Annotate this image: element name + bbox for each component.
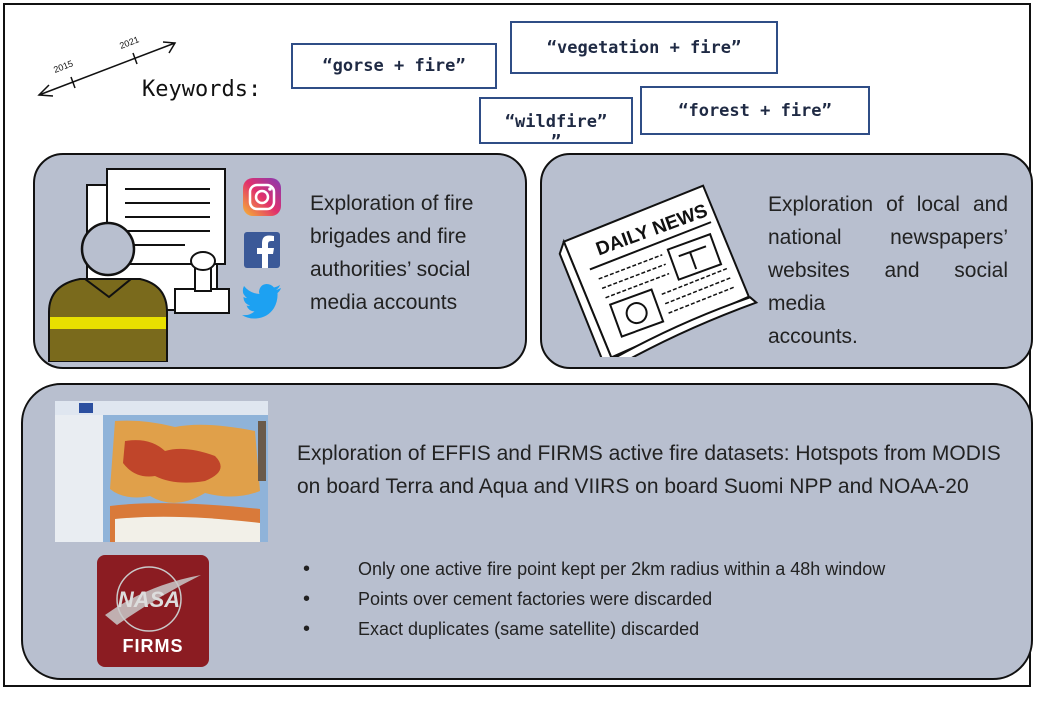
timeline-end-label: 2021 — [118, 34, 140, 51]
twitter-icon — [242, 284, 281, 319]
newspapers-description-main: Exploration of local and national newspa… — [768, 193, 1008, 315]
nasa-logo-text: NASA — [118, 587, 180, 612]
panel-newspapers: DAILY NEWS Exploration of local and nati… — [540, 153, 1033, 369]
newspapers-description-last: accounts. — [768, 325, 858, 348]
social-media-description: Exploration of fire brigades and fire au… — [310, 192, 474, 314]
figure-frame: 2015 2021 Keywords: “gorse + fire” “vege… — [3, 3, 1033, 687]
timeline-arrow: 2015 2021 — [37, 34, 177, 97]
facebook-icon — [244, 232, 280, 268]
datasets-bullet-list: Only one active fire point kept per 2km … — [303, 554, 885, 644]
keyword-gorse-fire: “gorse + fire” — [291, 43, 497, 89]
newspaper-illustration: DAILY NEWS — [558, 184, 759, 357]
keyword-vegetation-fire: “vegetation + fire” — [510, 21, 778, 74]
timeline-start-label: 2015 — [52, 58, 74, 75]
effis-map-screenshot — [55, 401, 268, 542]
list-item: Exact duplicates (same satellite) discar… — [303, 614, 885, 644]
keyword-wildfire-text: “wildfire” — [504, 112, 608, 132]
keyword-wildfire-tail: ” — [550, 132, 562, 152]
keyword-wildfire: “wildfire” ” — [479, 97, 633, 152]
nasa-firms-logo: NASA FIRMS — [97, 555, 209, 667]
keywords-label: Keywords: — [142, 77, 262, 102]
timeline-tick-2015 — [70, 76, 76, 89]
list-item: Only one active fire point kept per 2km … — [303, 554, 885, 584]
datasets-description: Exploration of EFFIS and FIRMS active fi… — [297, 442, 1001, 498]
timeline-tick-2021 — [132, 52, 138, 65]
keyword-forest-fire: “forest + fire” — [640, 86, 870, 135]
newspapers-description: Exploration of local and national newspa… — [768, 188, 1008, 353]
panel-social-media: Exploration of fire brigades and fire au… — [33, 153, 527, 369]
panel-datasets: NASA FIRMS Exploration of EFFIS and FIRM… — [21, 383, 1033, 680]
instagram-icon — [243, 178, 281, 216]
list-item: Points over cement factories were discar… — [303, 584, 885, 614]
firms-logo-text: FIRMS — [122, 636, 184, 656]
firefighter-document-illustration — [48, 168, 230, 362]
